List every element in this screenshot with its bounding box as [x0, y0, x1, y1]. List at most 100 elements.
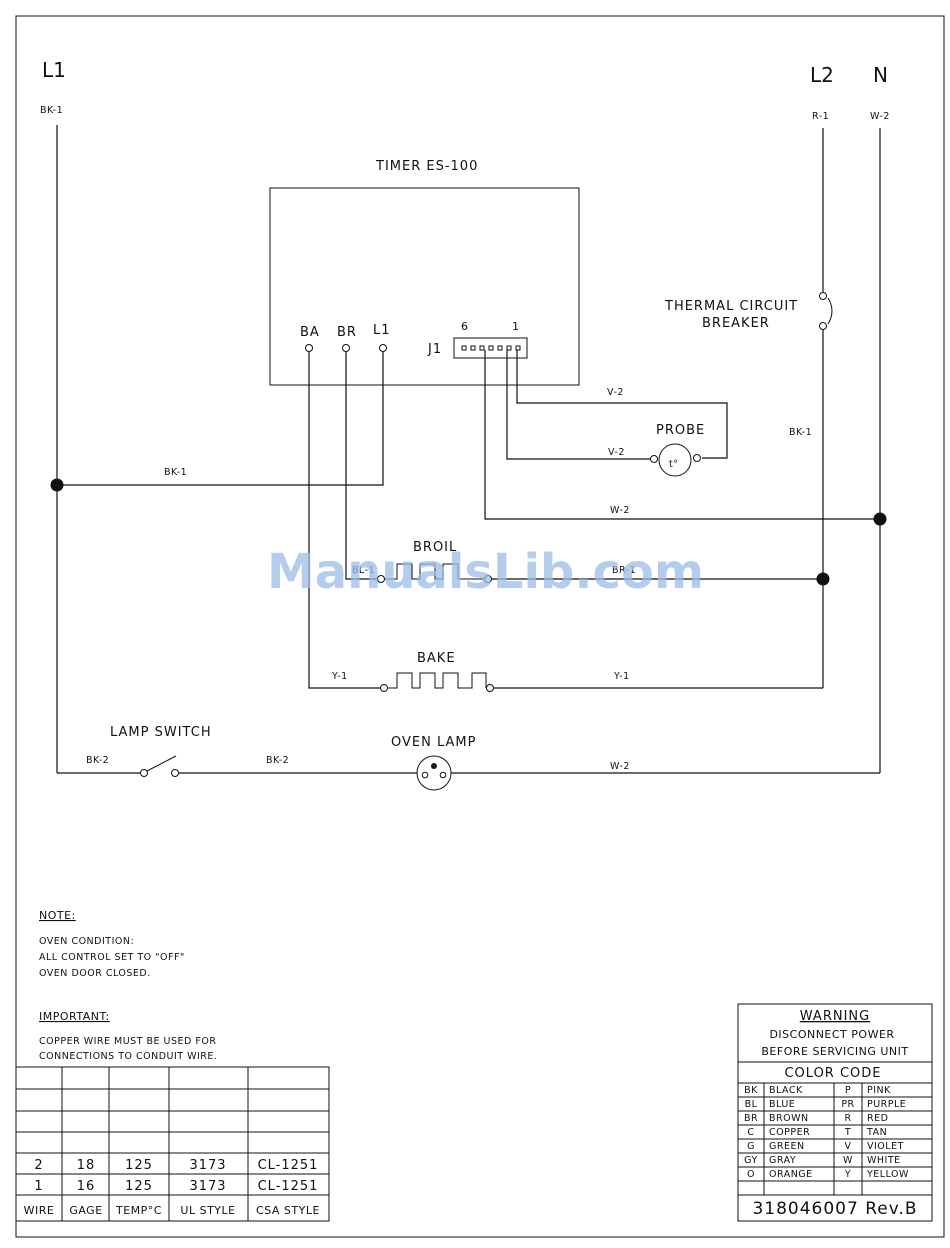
table-header: WIRE [24, 1204, 55, 1217]
table-row: 3173 [189, 1179, 226, 1194]
warning-title: WARNING [800, 1009, 870, 1024]
timer-ba-terminal [305, 344, 313, 352]
j1-pin6-label: 6 [461, 320, 469, 333]
j1-connector-icon [453, 337, 528, 359]
timer-br-label: BR [337, 325, 357, 340]
important-line-1: COPPER WIRE MUST BE USED FOR [39, 1036, 216, 1047]
color-code-row: GY [744, 1155, 758, 1166]
color-code-row: W [843, 1155, 853, 1166]
color-code-row: PURPLE [867, 1099, 906, 1110]
timer-title: TIMER ES-100 [375, 159, 478, 174]
table-header: UL STYLE [180, 1204, 235, 1217]
wire-label-bl1: BL-1 [352, 565, 375, 576]
wire-v2-top [516, 350, 728, 459]
color-code-row: C [747, 1127, 754, 1138]
table-row: CL-1251 [258, 1158, 319, 1173]
warning-block: WARNING DISCONNECT POWER BEFORE SERVICIN… [737, 1003, 933, 1222]
color-code-row: BLACK [769, 1085, 803, 1096]
wire-label-bk1-l2: BK-1 [789, 427, 812, 438]
junction-l1 [50, 478, 64, 492]
wire-label-bk2-left: BK-2 [86, 755, 109, 766]
thermal-breaker-icon [819, 292, 833, 330]
color-code-row: GREEN [769, 1141, 805, 1152]
rail-l1-label: L1 [42, 58, 66, 82]
color-code-row: BR [744, 1113, 758, 1124]
page-border [15, 15, 945, 1238]
oven-lamp-label: OVEN LAMP [391, 735, 476, 750]
wire-v2-probe [506, 350, 650, 460]
junction-n [873, 512, 887, 526]
table-header: TEMP°C [115, 1204, 162, 1217]
color-code-row: PR [841, 1099, 854, 1110]
note-line-3: OVEN DOOR CLOSED. [39, 968, 151, 979]
color-code-title: COLOR CODE [784, 1066, 881, 1081]
svg-text:t°: t° [669, 459, 678, 470]
oven-lamp-icon [416, 755, 452, 791]
important-title: IMPORTANT: [39, 1010, 110, 1023]
thermal-breaker-label: THERMAL CIRCUIT [664, 299, 798, 314]
wire-table: 2 18 125 3173 CL-1251 1 16 125 3173 CL-1… [15, 1066, 330, 1222]
color-code-row: COPPER [769, 1127, 810, 1138]
wire-timer-l1 [57, 352, 384, 486]
wire-label-w2-lamp: W-2 [610, 761, 630, 772]
table-row: CL-1251 [258, 1179, 319, 1194]
lamp-switch-label: LAMP SWITCH [110, 725, 212, 740]
wire-label-v2-probe: V-2 [608, 447, 625, 458]
note-line-1: OVEN CONDITION: [39, 936, 134, 947]
note-title: NOTE: [39, 909, 76, 922]
table-row: 125 [125, 1179, 153, 1194]
wire-label-y1-left: Y-1 [331, 671, 348, 682]
rail-l2-label: L2 [810, 63, 834, 87]
wire-bake-left [308, 352, 381, 689]
watermark: ManualsLib.com [267, 544, 704, 600]
j1-pin1-label: 1 [512, 320, 520, 333]
table-row: 1 [34, 1179, 43, 1194]
color-code-row: TAN [866, 1127, 887, 1138]
table-row: 2 [34, 1158, 43, 1173]
wire-label-y1-right: Y-1 [613, 671, 630, 682]
probe-icon: t° [650, 443, 701, 477]
table-header: GAGE [69, 1204, 102, 1217]
wire-label-v2-top: V-2 [607, 387, 624, 398]
wire-w2-j1 [484, 350, 880, 520]
timer-box [269, 187, 580, 386]
timer-ba-label: BA [300, 325, 320, 340]
table-row: 125 [125, 1158, 153, 1173]
table-row: 3173 [189, 1158, 226, 1173]
color-code-row: Y [844, 1169, 851, 1180]
rail-n-wire: W-2 [870, 111, 890, 122]
color-code-row: BL [745, 1099, 758, 1110]
rail-l1-wire: BK-1 [40, 105, 63, 116]
wire-label-bk1-timer: BK-1 [164, 467, 187, 478]
color-code-row: R [844, 1113, 851, 1124]
bake-element-icon [380, 672, 494, 692]
color-code-row: G [747, 1141, 755, 1152]
part-number: 318046007 Rev.B [752, 1199, 917, 1219]
wire-broil-left [345, 352, 378, 580]
j1-label: J1 [427, 342, 442, 357]
probe-label: PROBE [656, 423, 705, 438]
color-code-row: V [845, 1141, 852, 1152]
color-code-row: P [845, 1085, 851, 1096]
warning-line-1: DISCONNECT POWER [769, 1028, 894, 1041]
color-code-row: GRAY [769, 1155, 796, 1166]
wire-label-bk2-mid: BK-2 [266, 755, 289, 766]
table-row: 16 [77, 1179, 96, 1194]
color-code-row: T [844, 1127, 851, 1138]
color-code-row: VIOLET [867, 1141, 904, 1152]
bake-label: BAKE [417, 651, 456, 666]
rail-l2-wire: R-1 [812, 111, 829, 122]
thermal-breaker-label-2: BREAKER [702, 316, 770, 331]
color-code-row: YELLOW [866, 1169, 909, 1180]
rail-n-label: N [873, 63, 888, 87]
broil-element-icon [377, 563, 492, 583]
color-code-row: WHITE [867, 1155, 901, 1166]
lamp-switch-icon [140, 755, 179, 777]
important-line-2: CONNECTIONS TO CONDUIT WIRE. [39, 1051, 217, 1062]
color-code-row: BROWN [769, 1113, 809, 1124]
table-header: CSA STYLE [256, 1204, 320, 1217]
timer-l1-terminal [379, 344, 387, 352]
color-code-row: O [747, 1169, 755, 1180]
timer-l1-label: L1 [373, 323, 391, 338]
